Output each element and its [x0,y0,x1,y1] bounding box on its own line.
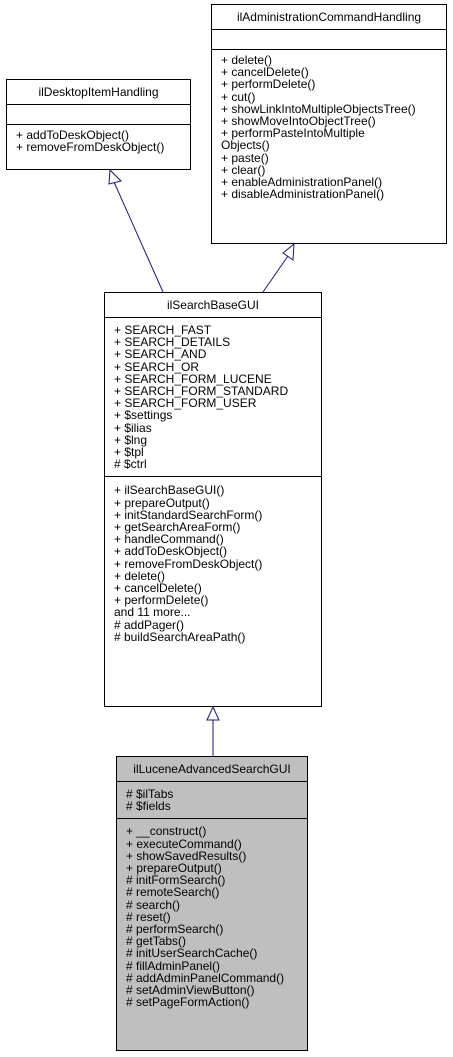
method-line: # fillAdminPanel() [126,958,221,973]
class-title: ilDesktopItemHandling [7,80,190,105]
method-line: # addAdminPanelCommand() [126,970,285,985]
edge-base-to-admin [262,255,289,293]
method-line: + paste() [221,150,269,165]
attribute-line: + $settings [114,408,173,423]
attribute-line: + SEARCH_AND [114,347,207,362]
method-line: + prepareOutput() [114,495,210,510]
method-line: # initUserSearchCache() [126,946,258,961]
method-line: + cut() [221,89,256,104]
method-line: # remoteSearch() [126,885,220,900]
method-line: + executeCommand() [126,836,242,851]
attribute-line: + $ilias [114,420,152,435]
methods-section: + __construct()+ executeCommand()+ showS… [117,819,307,1011]
method-line: + removeFromDeskObject() [114,556,263,571]
method-line: + ilSearchBaseGUI() [114,483,225,498]
class-title: ilAdministrationCommandHandling [212,5,446,30]
method-line: and 11 more... [114,605,191,620]
method-line: # performSearch() [126,922,224,937]
method-line: # buildSearchAreaPath() [114,629,246,644]
method-line: + performDelete() [221,77,316,92]
attribute-line: + SEARCH_FORM_USER [114,396,257,411]
attribute-line: + SEARCH_FORM_LUCENE [114,371,272,386]
method-line: + initStandardSearchForm() [114,507,263,522]
method-line: # setPageFormAction() [126,995,250,1010]
method-line: # initFormSearch() [126,873,226,888]
attribute-line: + $tpl [114,445,144,460]
edge-lucene-to-base-arrowhead [206,705,220,721]
class-box-lucene-advanced-search-gui[interactable]: ilLuceneAdvancedSearchGUI # $ilTabs# $fi… [116,756,308,1051]
method-line: + showLinkIntoMultipleObjectsTree() [221,101,416,116]
method-line: + showMoveIntoObjectTree() [221,114,376,129]
method-line: + cancelDelete() [114,581,202,596]
attribute-line: # $ctrl [114,457,147,472]
method-line: + enableAdministrationPanel() [221,175,383,190]
methods-section: + ilSearchBaseGUI()+ prepareOutput()+ in… [105,477,321,646]
edge-base-to-desktop [113,181,164,293]
method-line: + handleCommand() [114,532,224,547]
method-line: # getTabs() [126,934,187,949]
attribute-line: + SEARCH_FORM_STANDARD [114,384,289,399]
methods-section: + delete()+ cancelDelete()+ performDelet… [212,50,446,203]
method-line: # setAdminViewButton() [126,983,255,998]
method-line: + prepareOutput() [126,861,222,876]
method-line: + performPasteIntoMultiple [221,126,365,141]
attributes-section [212,30,446,50]
attribute-line: # $fields [126,799,171,814]
class-box-admin-command-handling[interactable]: ilAdministrationCommandHandling + delete… [211,4,447,244]
attribute-line: + SEARCH_OR [114,359,200,374]
attributes-section: # $ilTabs# $fields [117,782,307,820]
method-line: + showSavedResults() [126,848,247,863]
edge-base-to-desktop-arrowhead [108,168,122,185]
method-line: + getSearchAreaForm() [114,520,241,535]
attribute-line: + SEARCH_FAST [114,323,212,337]
methods-section: + addToDeskObject()+ removeFromDeskObjec… [7,125,190,156]
method-line: # search() [126,897,181,912]
method-line: + delete() [221,53,273,67]
method-line: + disableAdministrationPanel() [221,187,385,202]
attribute-line: # $ilTabs [126,787,174,801]
class-box-desktop-item-handling[interactable]: ilDesktopItemHandling + addToDeskObject(… [6,79,191,170]
method-line: + delete() [114,568,166,583]
method-line: + removeFromDeskObject() [16,140,165,155]
class-title: ilLuceneAdvancedSearchGUI [117,757,307,782]
attributes-section [7,105,190,125]
method-line: + clear() [221,162,266,177]
method-line: Objects() [221,138,270,153]
method-line: + performDelete() [114,593,209,608]
method-line: + __construct() [126,824,207,839]
method-line: # addPager() [114,617,185,632]
class-title: ilSearchBaseGUI [105,293,321,318]
attributes-section: + SEARCH_FAST+ SEARCH_DETAILS+ SEARCH_AN… [105,318,321,478]
attribute-line: + SEARCH_DETAILS [114,335,231,350]
method-line: # reset() [126,909,171,924]
edge-base-to-admin-arrowhead [282,242,295,261]
method-line: + addToDeskObject() [16,128,130,142]
method-line: + addToDeskObject() [114,544,228,559]
method-line: + cancelDelete() [221,65,309,80]
class-box-search-base-gui[interactable]: ilSearchBaseGUI + SEARCH_FAST+ SEARCH_DE… [104,292,322,707]
attribute-line: + $lng [114,432,148,447]
